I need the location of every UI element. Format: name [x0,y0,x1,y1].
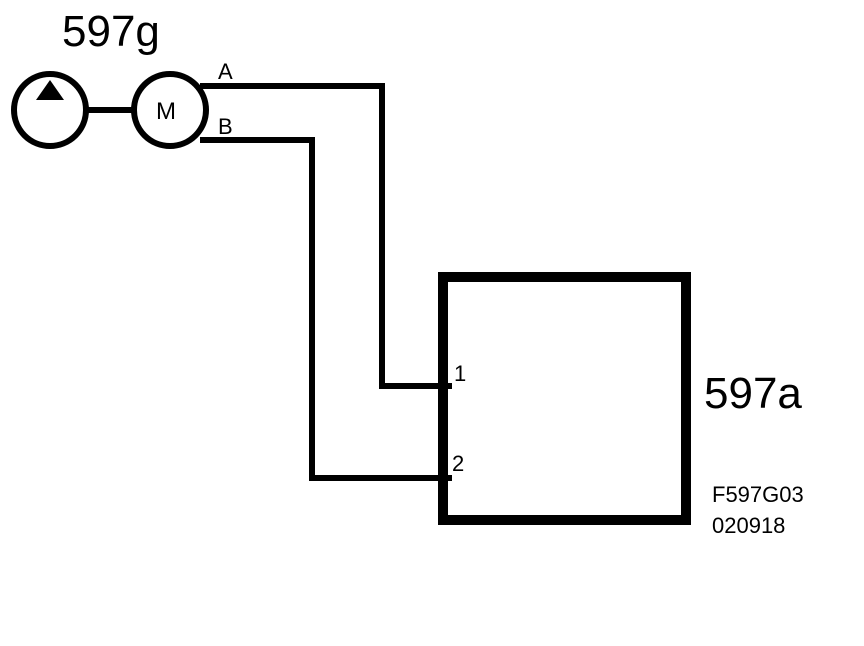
pump-label: 597g [62,7,160,56]
wire-b [200,137,452,481]
pump-icon [11,71,89,149]
pin-2-label: 2 [452,451,464,476]
pin-1-label: 1 [454,361,466,386]
motor-icon [131,71,209,149]
wire-b-label: B [218,114,233,139]
component-box [438,272,691,525]
drawing-code-line1: F597G03 [712,482,804,507]
drawing-code-line2: 020918 [712,513,785,538]
wire-a-label: A [218,59,233,84]
motor-label: M [156,98,176,125]
wire-a [200,83,452,389]
component-label: 597a [704,369,802,418]
